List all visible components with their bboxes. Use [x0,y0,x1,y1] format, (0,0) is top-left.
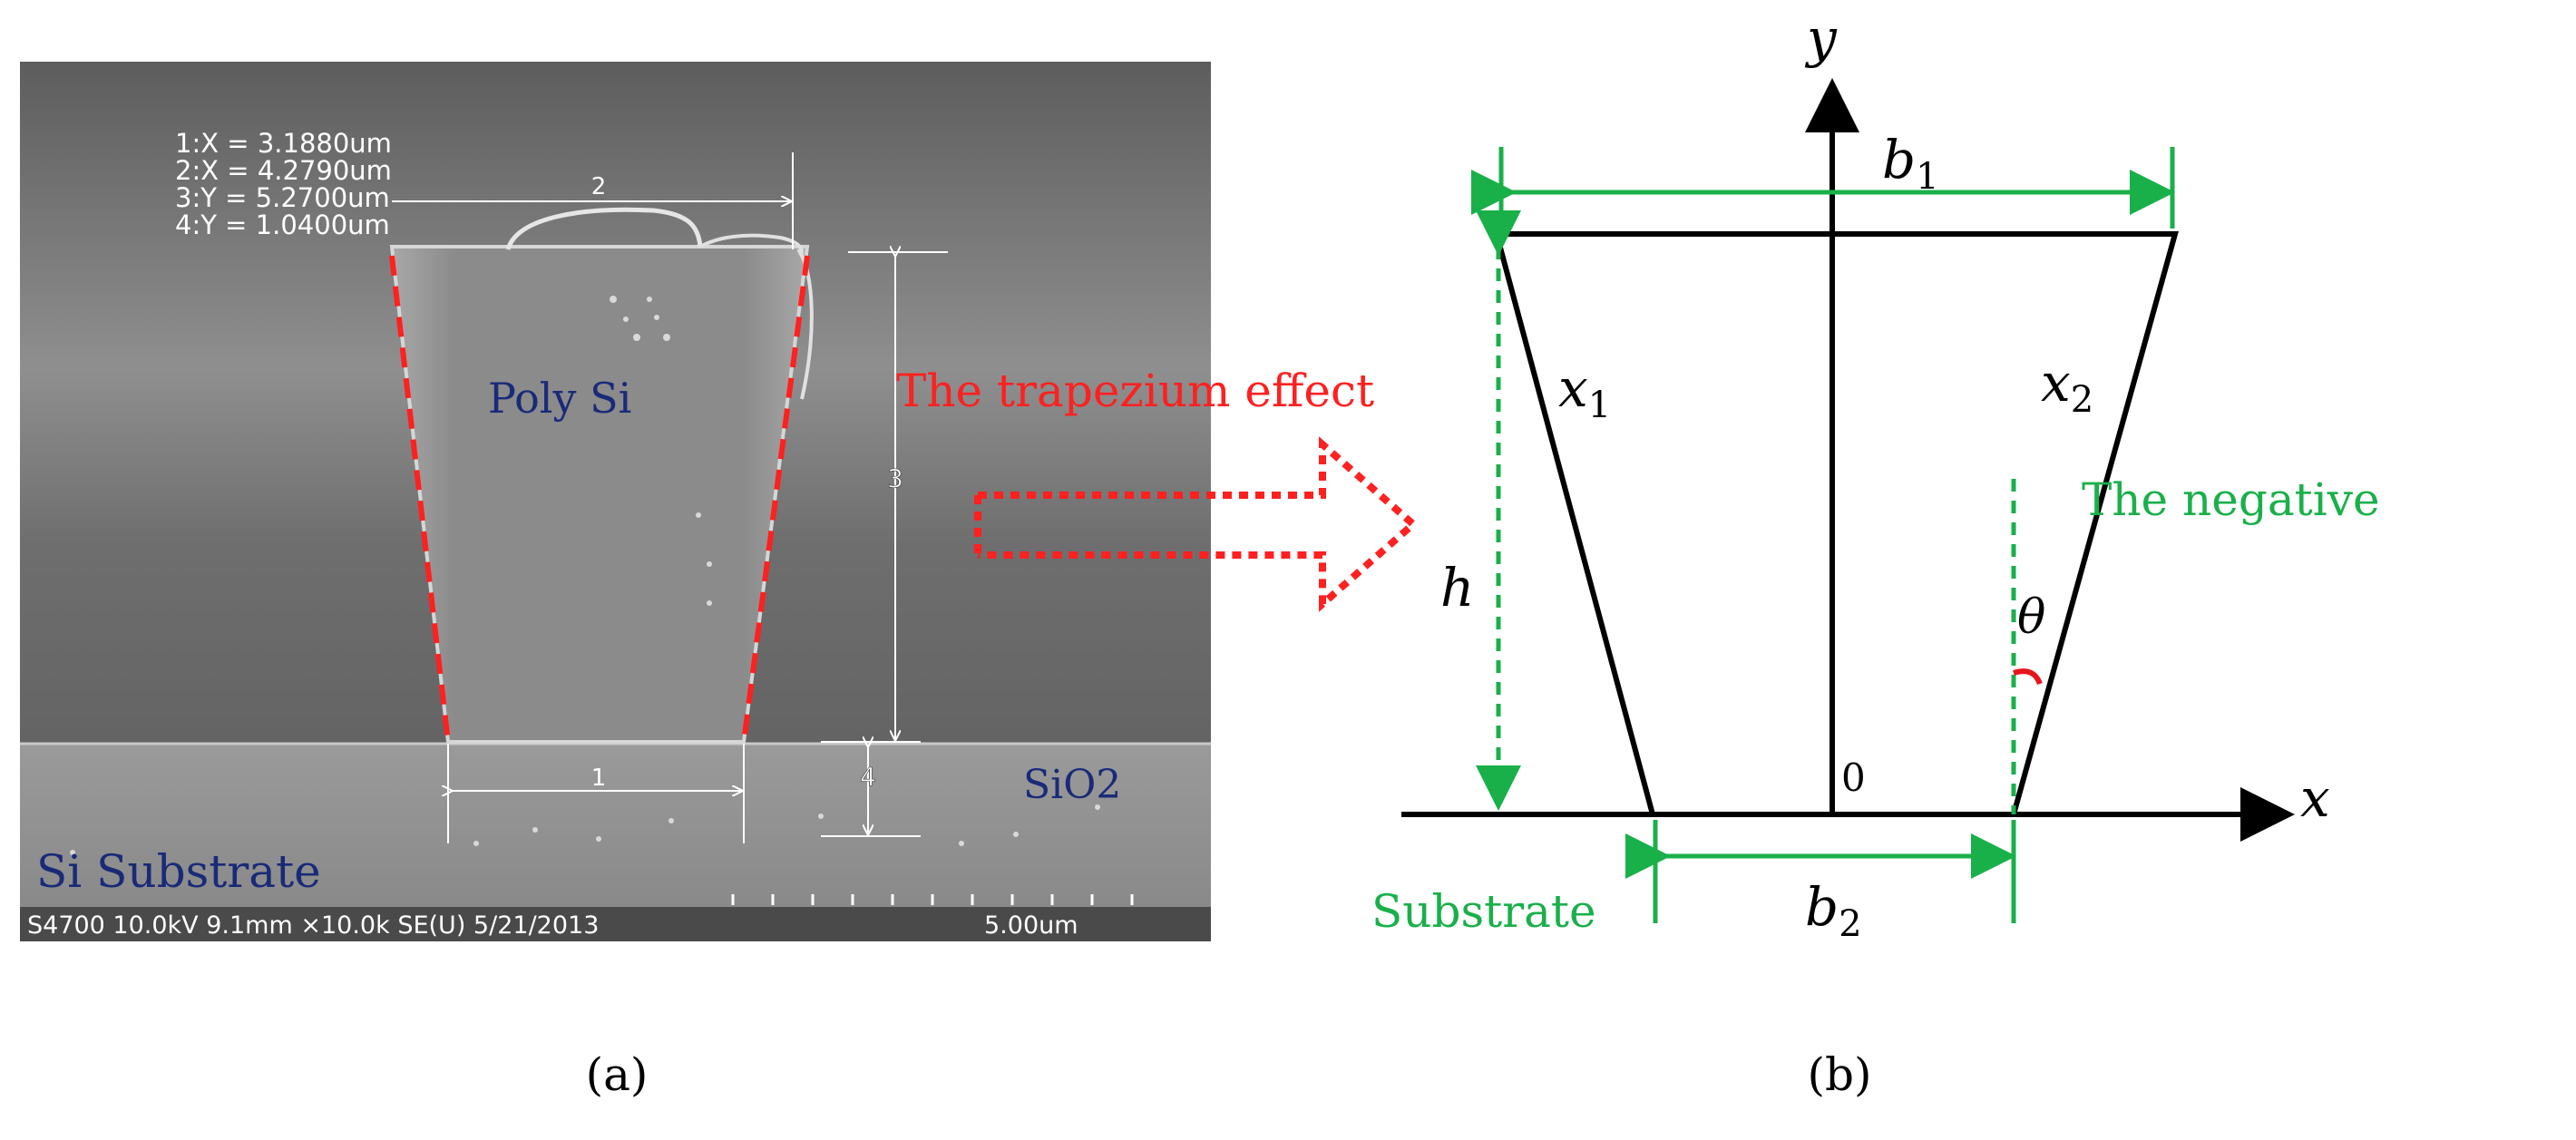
measure-4-marker: 4 [860,762,876,792]
x2-label: x2 [2041,352,2093,421]
left-sidewall-dashed [389,255,451,743]
substrate-label: Substrate [1371,885,1596,938]
measure-3-marker: 3 [887,463,903,493]
x1-label: x1 [1558,357,1611,426]
measurement-4: 4:Y = 1.0400um [175,209,390,240]
caption-a: (a) [586,1048,649,1101]
measurement-2: 2:X = 4.2790um [175,155,392,186]
scale-bar-ticks [731,894,1134,905]
h-label: h [1440,557,1474,619]
scale-label: 5.00um [984,911,1078,940]
trapezium-effect-label: The trapezium effect [896,365,1374,417]
caption-b: (b) [1807,1048,1871,1101]
pillar-top-loop [505,207,703,250]
theta-arc [2013,668,2043,686]
sem-info-text: S4700 10.0kV 9.1mm ×10.0k SE(U) 5/21/201… [27,911,599,940]
origin-label: 0 [1841,755,1866,800]
poly-si-pillar [389,245,810,744]
schematic: y x 0 b1 b2 x1 x2 h θ The negative Subst… [1371,7,2380,945]
measurement-3: 3:Y = 5.2700um [175,182,390,213]
info-bar [20,907,1211,941]
poly-si-label: Poly Si [488,374,631,423]
x-axis-label: x [2300,767,2330,829]
trapezium-effect-arrow [974,436,1420,612]
sem-image: 1 2 3 4 1:X = 3.1880um 2:X = 4.2790um 3:… [20,62,1211,941]
x1-subscript: 1 [1588,385,1611,426]
right-sidewall-dashed [741,255,810,743]
sio2-label: SiO2 [1023,762,1121,808]
trapezium-outline [1493,231,2179,817]
measure-2-marker: 2 [591,173,607,200]
b1-subscript: 1 [1916,156,1938,198]
negative-label: The negative [2082,473,2380,526]
y-axis-label: y [1804,7,1838,69]
b2-subscript: 2 [1839,903,1861,945]
x2-subscript: 2 [2071,379,2093,421]
theta-label: θ [2017,590,2045,645]
si-substrate-label: Si Substrate [36,845,321,898]
b2-label: b2 [1805,876,1862,945]
measure-1-marker: 1 [591,765,607,792]
b1-label: b1 [1882,129,1939,198]
measurement-1: 1:X = 3.1880um [175,128,392,159]
